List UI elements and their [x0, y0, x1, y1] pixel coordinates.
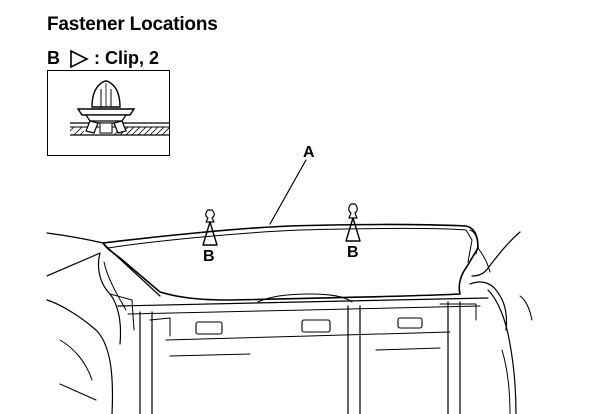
page-title: Fastener Locations [47, 14, 218, 35]
legend-letter: B [47, 48, 60, 68]
callout-b-left: B [203, 248, 215, 265]
triangle-marker-icon [68, 49, 90, 69]
clip-legend: B : Clip, 2 [47, 48, 159, 69]
clip-detail-inset [47, 70, 170, 156]
callout-a: A [303, 144, 315, 161]
clip-detail-drawing [69, 80, 169, 136]
legend-text: : Clip, 2 [94, 48, 160, 68]
callout-b-right: B [347, 244, 359, 261]
